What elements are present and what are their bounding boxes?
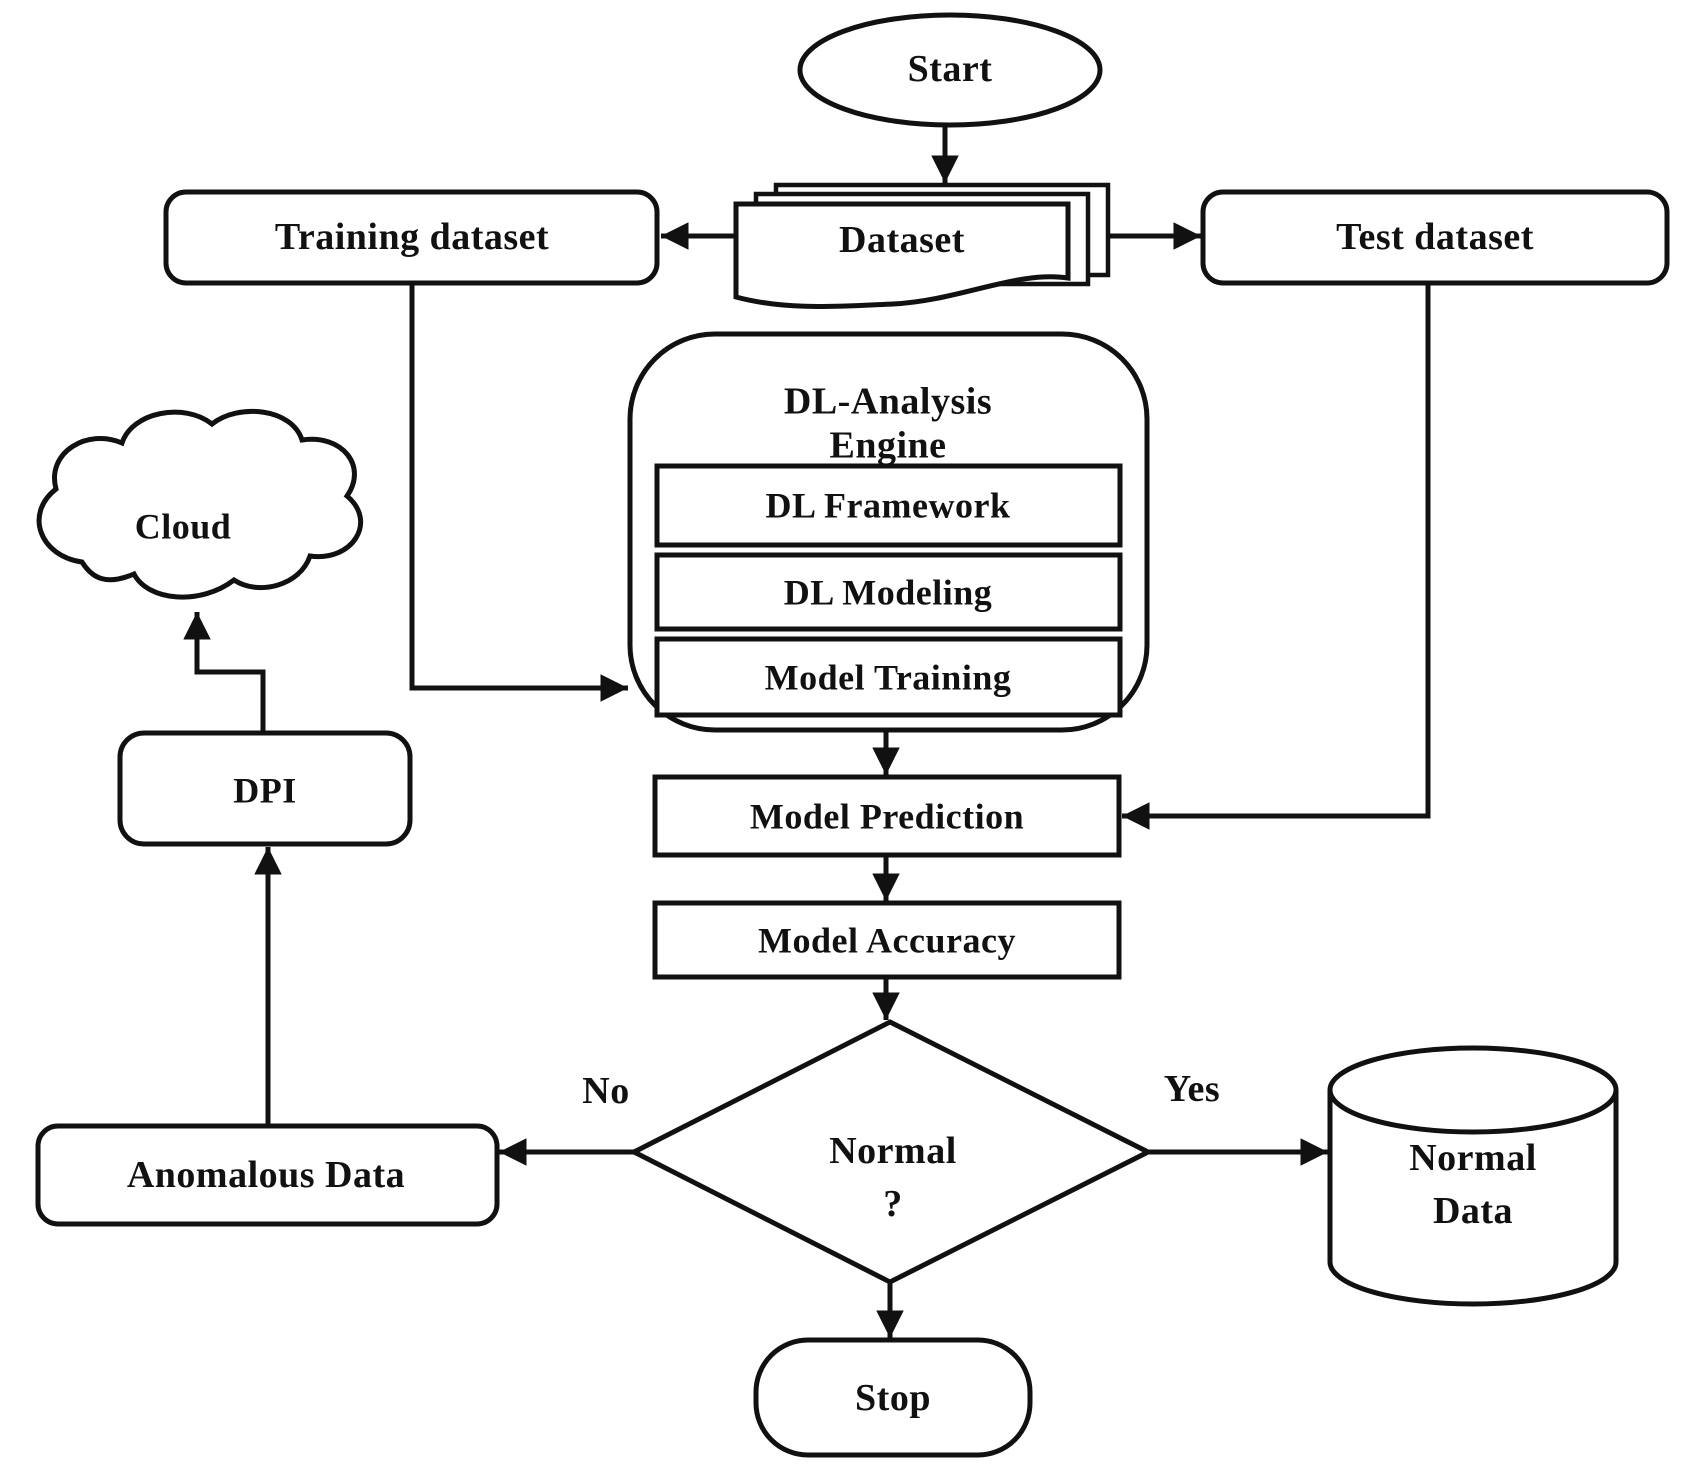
dataset-page-front xyxy=(733,201,1071,310)
cylinder-top xyxy=(1327,1045,1619,1135)
dl-framework-node xyxy=(654,463,1123,548)
start-label: Start xyxy=(907,48,993,91)
decision-diamond xyxy=(628,1019,1154,1285)
no-branch-label: No xyxy=(582,1070,630,1113)
model-training-node xyxy=(654,636,1123,718)
cylinder-body xyxy=(1327,1090,1619,1307)
cloud-shape xyxy=(36,408,364,600)
dl-framework-label: DL Framework xyxy=(765,485,1011,526)
test-dataset-label: Test dataset xyxy=(1336,216,1534,259)
dataset-node xyxy=(733,182,1111,310)
dataset-label: Dataset xyxy=(839,219,965,262)
training-dataset-node xyxy=(163,189,660,286)
normal-data-cylinder xyxy=(1327,1045,1619,1307)
edge-dpi-to-cloud xyxy=(183,612,266,733)
model-prediction-node xyxy=(652,774,1122,858)
decision-label: Normal ? xyxy=(829,1129,957,1225)
yes-branch-label: Yes xyxy=(1163,1068,1221,1111)
stop-node xyxy=(753,1337,1033,1458)
start-node xyxy=(797,12,1103,128)
model-accuracy-label: Model Accuracy xyxy=(758,920,1016,961)
engine-title: DL-Analysis Engine xyxy=(783,380,993,466)
cloud-label: Cloud xyxy=(134,506,232,547)
model-training-label: Model Training xyxy=(764,657,1012,698)
training-dataset-label: Training dataset xyxy=(274,216,550,259)
dpi-label: DPI xyxy=(233,770,297,811)
normal-data-label: Normal Data xyxy=(1409,1136,1537,1232)
dpi-node xyxy=(117,730,413,847)
dl-modeling-label: DL Modeling xyxy=(783,572,993,613)
edge-training-to-model-training xyxy=(409,283,628,702)
dl-modeling-node xyxy=(654,552,1123,632)
model-accuracy-node xyxy=(652,900,1122,980)
stop-label: Stop xyxy=(855,1377,931,1420)
anomalous-data-label: Anomalous Data xyxy=(126,1154,406,1197)
test-dataset-node xyxy=(1200,189,1670,286)
model-prediction-label: Model Prediction xyxy=(749,796,1025,837)
anomalous-data-node xyxy=(35,1123,500,1227)
edge-test-to-prediction xyxy=(1122,283,1431,830)
